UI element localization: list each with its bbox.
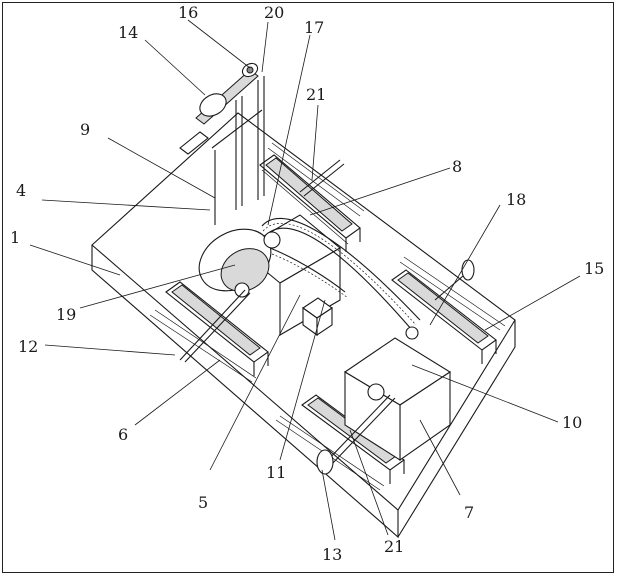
shafts: [179, 159, 475, 475]
label-16: 16: [178, 3, 198, 22]
label-5: 5: [198, 493, 208, 512]
label-10: 10: [562, 413, 582, 432]
label-19: 19: [56, 305, 76, 324]
label-15: 15: [584, 259, 604, 278]
rail-top-right: [391, 269, 497, 364]
label-6: 6: [118, 425, 128, 444]
label-21-top: 21: [306, 85, 326, 104]
label-7: 7: [464, 503, 474, 522]
label-20: 20: [264, 3, 284, 22]
label-9: 9: [80, 120, 90, 139]
sprocket-right: [367, 326, 419, 401]
label-17: 17: [304, 18, 324, 37]
label-13: 13: [322, 545, 342, 564]
motor-block: [302, 297, 333, 337]
label-1: 1: [10, 228, 20, 247]
belt-arm: [195, 62, 259, 125]
label-12: 12: [18, 337, 38, 356]
label-14: 14: [118, 23, 138, 42]
rail-top-left: [259, 154, 361, 252]
chain: [261, 218, 421, 331]
label-8: 8: [452, 157, 462, 176]
rail-bottom-left: [165, 281, 269, 376]
disc-wheel: [198, 228, 281, 298]
upright-frame: [179, 76, 265, 225]
label-21-bottom: 21: [384, 537, 404, 556]
part-labels: 1 4 5 6 7 8 9 10 11 12 13 14 15 16 17 18…: [10, 3, 604, 564]
label-11: 11: [266, 463, 286, 482]
label-18: 18: [506, 190, 526, 209]
leader-lines: [29, 19, 581, 541]
label-4: 4: [16, 181, 26, 200]
